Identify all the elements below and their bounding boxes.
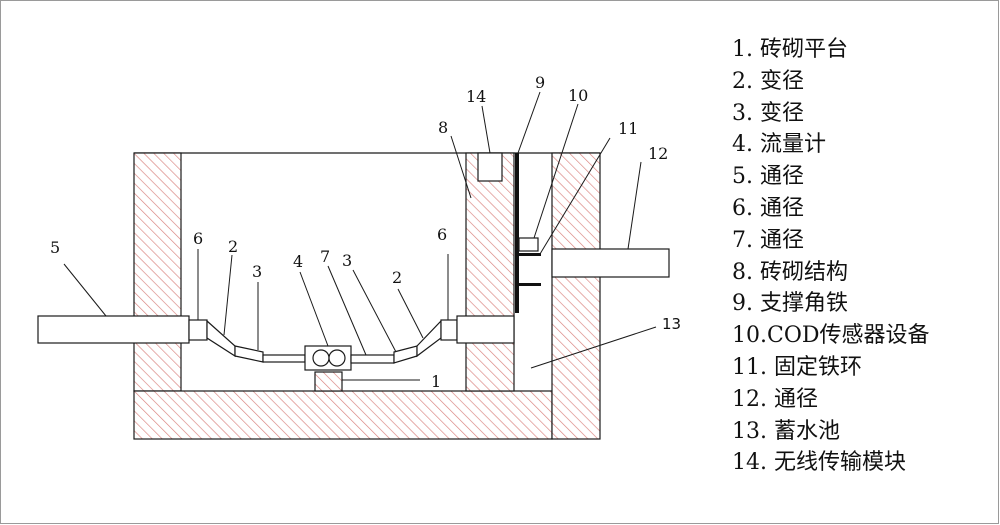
pipe-5	[37, 315, 190, 344]
wireless-module-14	[477, 152, 503, 182]
legend-item-1: 1. 砖砌平台	[732, 37, 848, 62]
legend-item-5: 5. 通径	[732, 164, 804, 190]
left-brick-wall	[133, 152, 182, 392]
legend-item-12: 12. 通径	[732, 386, 818, 412]
label-2-left: 2	[228, 237, 238, 256]
legend-item-7: 7. 通径	[732, 227, 804, 253]
label-8: 8	[438, 118, 448, 137]
reducer-3-left	[234, 345, 264, 363]
leader-7	[327, 265, 367, 356]
brick-platform-1	[314, 371, 343, 392]
legend: 1. 砖砌平台 2. 变径 3. 变径 4. 流量计 5. 通径 6. 通径 7…	[732, 34, 997, 479]
pipe-12	[551, 248, 670, 278]
flowmeter-wheel-left	[312, 349, 330, 367]
label-10: 10	[568, 86, 588, 105]
iron-ring-11-top	[517, 253, 541, 256]
iron-ring-11-bottom	[517, 283, 541, 286]
label-6-left: 6	[193, 229, 203, 248]
label-3-right: 3	[342, 251, 352, 270]
leader-2-left	[223, 254, 233, 336]
brick-floor	[133, 390, 553, 440]
legend-item-2: 2. 变径	[732, 68, 804, 94]
leader-8	[450, 135, 472, 199]
angle-iron-9	[515, 153, 519, 313]
legend-item-14: 14. 无线传输模块	[732, 450, 906, 476]
pipe-through-wall	[456, 315, 515, 344]
label-4: 4	[293, 252, 303, 271]
legend-item-8: 8. 砖砌结构	[732, 259, 848, 285]
leader-11	[539, 137, 611, 255]
leader-4	[299, 271, 329, 347]
legend-item-6: 6. 通径	[732, 195, 804, 221]
leader-5	[63, 263, 107, 317]
cod-sensor-10	[518, 237, 539, 252]
label-13: 13	[662, 315, 681, 333]
label-9: 9	[535, 73, 545, 92]
right-brick-wall	[551, 152, 601, 440]
leader-12	[627, 161, 642, 250]
legend-item-4: 4. 流量计	[732, 132, 826, 158]
brick-structure-8	[465, 152, 515, 392]
label-5: 5	[50, 238, 60, 257]
leader-14	[481, 105, 491, 154]
flowmeter-wheel-right	[328, 349, 346, 367]
leader-13	[530, 326, 657, 369]
legend-item-11: 11. 固定铁环	[732, 354, 862, 380]
leader-3-right	[352, 269, 397, 353]
label-7: 7	[320, 247, 330, 266]
reducer-3-right	[393, 345, 418, 364]
label-3-left: 3	[252, 262, 262, 281]
legend-item-10: 10.COD传感器设备	[732, 323, 930, 349]
label-1: 1	[431, 372, 441, 391]
label-12: 12	[648, 144, 668, 163]
leader-9	[517, 91, 541, 154]
label-6-right: 6	[437, 225, 447, 244]
legend-item-13: 13. 蓄水池	[732, 418, 840, 444]
leader-2-right	[397, 288, 424, 339]
label-11: 11	[618, 119, 638, 138]
fitting-6-left	[188, 319, 208, 341]
legend-item-9: 9. 支撑角铁	[732, 291, 848, 317]
leader-10	[533, 103, 579, 239]
fitting-6-right	[440, 319, 458, 341]
small-pipe-left	[262, 354, 306, 363]
label-14: 14	[466, 87, 486, 106]
pipe-7	[350, 354, 395, 364]
label-2-right: 2	[392, 268, 402, 287]
legend-item-3: 3. 变径	[732, 100, 804, 126]
reducer-2-left	[206, 319, 236, 358]
reducer-2-right	[416, 319, 442, 358]
